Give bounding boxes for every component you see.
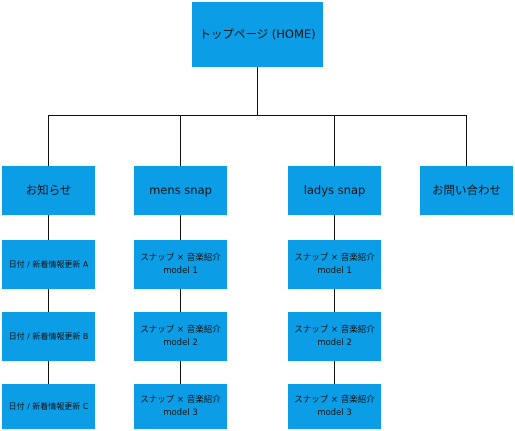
node-news-item-c: 日付 / 新着情報更新 C — [2, 384, 95, 429]
node-label: 日付 / 新着情報更新 C — [8, 401, 89, 411]
node-section-contact: お問い合わせ — [420, 166, 513, 215]
node-label: mens snap — [149, 182, 212, 197]
node-mens-model-3: スナップ × 音楽紹介 model 3 — [134, 384, 227, 429]
node-ladys-model-3: スナップ × 音楽紹介 model 3 — [288, 384, 381, 429]
node-section-mens-snap: mens snap — [134, 166, 227, 215]
node-ladys-model-2: スナップ × 音楽紹介 model 2 — [288, 312, 381, 361]
node-label: お知らせ — [25, 182, 72, 197]
node-label: スナップ × 音楽紹介 model 1 — [294, 252, 375, 276]
node-label: スナップ × 音楽紹介 model 2 — [294, 324, 375, 348]
node-ladys-model-1: スナップ × 音楽紹介 model 1 — [288, 240, 381, 289]
node-news-item-a: 日付 / 新着情報更新 A — [2, 240, 95, 289]
node-mens-model-2: スナップ × 音楽紹介 model 2 — [134, 312, 227, 361]
node-label: スナップ × 音楽紹介 model 2 — [140, 324, 221, 348]
node-label: お問い合わせ — [432, 182, 501, 197]
node-label: トップページ (HOME) — [199, 26, 316, 41]
node-mens-model-1: スナップ × 音楽紹介 model 1 — [134, 240, 227, 289]
node-label: スナップ × 音楽紹介 model 3 — [140, 394, 221, 418]
node-label: ladys snap — [303, 182, 366, 197]
node-root-home: トップページ (HOME) — [192, 2, 323, 67]
node-section-news: お知らせ — [2, 166, 95, 215]
node-label: 日付 / 新着情報更新 B — [8, 331, 89, 341]
node-label: スナップ × 音楽紹介 model 3 — [294, 394, 375, 418]
node-news-item-b: 日付 / 新着情報更新 B — [2, 312, 95, 361]
node-section-ladys-snap: ladys snap — [288, 166, 381, 215]
node-label: 日付 / 新着情報更新 A — [8, 259, 89, 269]
node-label: スナップ × 音楽紹介 model 1 — [140, 252, 221, 276]
